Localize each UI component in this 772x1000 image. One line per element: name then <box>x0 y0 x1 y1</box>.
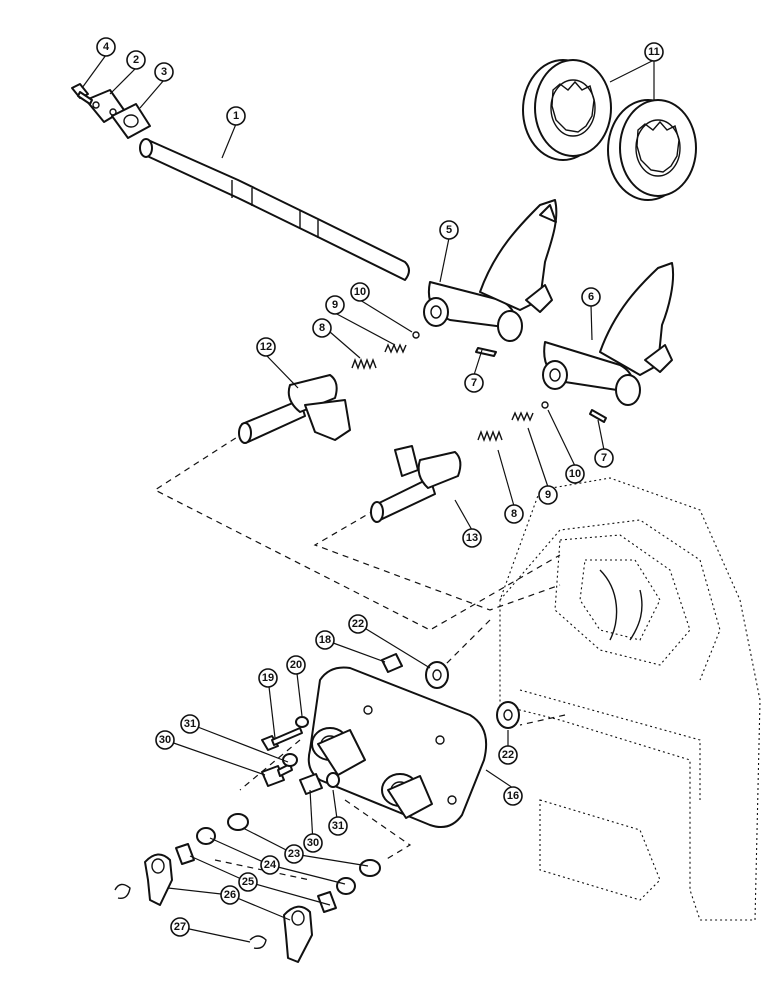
callout-10-upper: 10 <box>350 282 370 302</box>
svg-text:31: 31 <box>332 820 344 832</box>
callout-22-lower: 22 <box>498 745 518 765</box>
callout-30-right: 30 <box>303 833 323 853</box>
shift-shaft-lower <box>370 445 462 523</box>
svg-text:25: 25 <box>242 876 254 888</box>
synchronizer-rings <box>522 59 697 201</box>
svg-text:8: 8 <box>319 322 325 334</box>
detent-springs <box>351 331 549 442</box>
cover-bolt <box>71 83 93 105</box>
svg-text:30: 30 <box>307 837 319 849</box>
svg-text:7: 7 <box>601 452 607 464</box>
assembly-guide-lines <box>153 431 566 881</box>
svg-text:1: 1 <box>233 110 239 122</box>
svg-text:7: 7 <box>471 377 477 389</box>
svg-text:9: 9 <box>545 489 551 501</box>
svg-text:5: 5 <box>446 224 452 236</box>
callout-31-right: 31 <box>328 816 348 836</box>
callout-25: 25 <box>238 872 258 892</box>
svg-text:30: 30 <box>159 734 171 746</box>
svg-text:2: 2 <box>133 54 139 66</box>
leader-lines <box>81 54 655 943</box>
callout-2: 2 <box>126 50 146 70</box>
callout-24: 24 <box>260 855 280 875</box>
callout-1: 1 <box>226 106 246 126</box>
callout-27: 27 <box>170 917 190 937</box>
callout-8-upper: 8 <box>312 318 332 338</box>
callout-11: 11 <box>644 42 664 62</box>
svg-text:26: 26 <box>224 889 236 901</box>
callout-3: 3 <box>154 62 174 82</box>
svg-text:11: 11 <box>648 46 660 58</box>
svg-text:27: 27 <box>174 921 186 933</box>
svg-text:23: 23 <box>288 848 300 860</box>
svg-text:10: 10 <box>569 468 581 480</box>
shift-fork-lower <box>542 262 675 406</box>
plug <box>381 653 403 673</box>
svg-text:12: 12 <box>260 341 272 353</box>
callout-18: 18 <box>315 630 335 650</box>
callout-31-left: 31 <box>180 714 200 734</box>
callout-7-upper: 7 <box>464 373 484 393</box>
callout-20: 20 <box>286 655 306 675</box>
callout-12: 12 <box>256 337 276 357</box>
svg-text:10: 10 <box>354 286 366 298</box>
cover-gasket <box>111 103 151 139</box>
callout-9-upper: 9 <box>325 295 345 315</box>
cover-bolts <box>261 753 340 795</box>
callout-10-lower: 10 <box>565 464 585 484</box>
svg-text:4: 4 <box>103 41 110 53</box>
callout-30-left: 30 <box>155 730 175 750</box>
callout-4: 4 <box>96 37 116 57</box>
svg-text:22: 22 <box>502 749 514 761</box>
shifter-cover <box>307 666 488 828</box>
callout-5: 5 <box>439 220 459 240</box>
callout-8-lower: 8 <box>504 504 524 524</box>
svg-text:3: 3 <box>161 66 167 78</box>
thrust-washers <box>425 661 520 729</box>
callout-13: 13 <box>462 528 482 548</box>
svg-text:8: 8 <box>511 508 517 520</box>
seals-and-washers <box>175 813 381 913</box>
shift-fork-upper <box>423 199 558 342</box>
svg-text:13: 13 <box>466 532 478 544</box>
svg-text:24: 24 <box>264 859 277 871</box>
svg-text:18: 18 <box>319 634 331 646</box>
shift-rail <box>139 138 410 281</box>
svg-text:9: 9 <box>332 299 338 311</box>
callout-6: 6 <box>581 287 601 307</box>
callout-7-lower: 7 <box>594 448 614 468</box>
callout-23: 23 <box>284 844 304 864</box>
callout-26: 26 <box>220 885 240 905</box>
svg-text:31: 31 <box>184 718 196 730</box>
callout-9-lower: 9 <box>538 485 558 505</box>
callout-16: 16 <box>503 786 523 806</box>
svg-text:6: 6 <box>588 291 594 303</box>
svg-text:20: 20 <box>290 659 302 671</box>
shift-shaft-upper <box>238 374 351 444</box>
roll-pins <box>475 347 607 423</box>
shift-levers <box>114 853 313 963</box>
callout-22-upper: 22 <box>348 614 368 634</box>
callout-19: 19 <box>258 668 278 688</box>
transmission-housing <box>499 477 761 921</box>
svg-text:19: 19 <box>262 672 274 684</box>
svg-text:22: 22 <box>352 618 364 630</box>
svg-text:16: 16 <box>507 790 519 802</box>
bolt-and-washer <box>261 716 309 751</box>
